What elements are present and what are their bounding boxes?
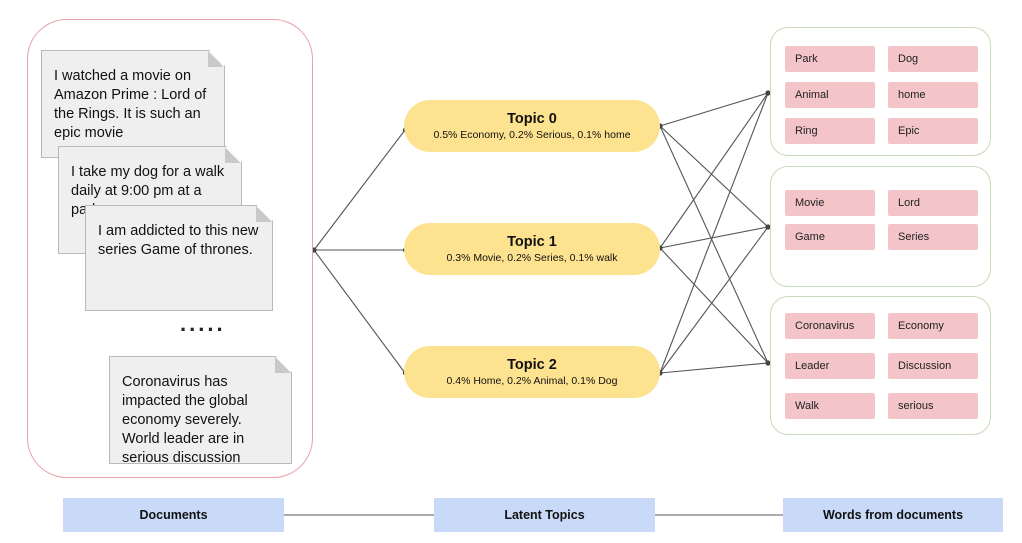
edge-topic-2-group-3 [659,362,769,374]
edge-topic-2-group-1 [659,92,769,374]
junction-group-2 [765,224,771,230]
document-card: I watched a movie on Amazon Prime : Lord… [41,50,225,158]
topic-name: Topic 0 [507,111,557,127]
edge-topic-1-group-1 [659,92,769,249]
word-chip: Economy [888,313,978,339]
word-chip: Leader [785,353,875,379]
word-chip: Walk [785,393,875,419]
document-card: I am addicted to this new series Game of… [85,205,273,311]
word-chip: serious [888,393,978,419]
document-text: I watched a movie on Amazon Prime : Lord… [54,68,207,141]
word-group: Park Dog Animal home Ring Epic [770,27,991,156]
edge-topic-0-group-2 [659,125,769,228]
document-text: I am addicted to this new series Game of… [98,223,259,258]
edge-topic-1-group-2 [659,226,769,249]
edge-topic-0-group-1 [659,92,769,127]
edge-topic-1-group-3 [659,247,769,364]
word-group: Movie Lord Game Series [770,166,991,287]
footer-latent-topics-label: Latent Topics [434,498,655,532]
topic-name: Topic 1 [507,234,557,250]
word-chip: Game [785,224,875,250]
junction-group-1 [765,90,771,96]
word-chip: Coronavirus [785,313,875,339]
topic-node: Topic 0 0.5% Economy, 0.2% Serious, 0.1%… [404,100,660,152]
edge-topic-0-group-3 [659,125,769,364]
word-chip: Dog [888,46,978,72]
word-chip: Epic [888,118,978,144]
topic-node: Topic 2 0.4% Home, 0.2% Animal, 0.1% Dog [404,346,660,398]
word-chip: Park [785,46,875,72]
junction-group-3 [765,360,771,366]
more-documents-ellipsis: ..... [180,311,226,336]
word-group: Coronavirus Economy Leader Discussion Wa… [770,296,991,435]
footer-documents-label: Documents [63,498,284,532]
topic-probabilities: 0.3% Movie, 0.2% Series, 0.1% walk [446,252,618,264]
document-text: Coronavirus has impacted the global econ… [122,374,248,464]
word-chip: Discussion [888,353,978,379]
topic-node: Topic 1 0.3% Movie, 0.2% Series, 0.1% wa… [404,223,660,275]
edge-docs-topic-0 [313,129,406,251]
footer-words-label: Words from documents [783,498,1003,532]
document-card: Coronavirus has impacted the global econ… [109,356,292,464]
topic-probabilities: 0.5% Economy, 0.2% Serious, 0.1% home [433,129,631,141]
edge-topic-2-group-2 [659,226,769,374]
topic-name: Topic 2 [507,357,557,373]
word-chip: Lord [888,190,978,216]
word-chip: home [888,82,978,108]
topic-probabilities: 0.4% Home, 0.2% Animal, 0.1% Dog [446,375,618,387]
word-chip: Series [888,224,978,250]
edge-docs-topic-2 [313,249,406,374]
word-chip: Ring [785,118,875,144]
word-chip: Animal [785,82,875,108]
word-chip: Movie [785,190,875,216]
